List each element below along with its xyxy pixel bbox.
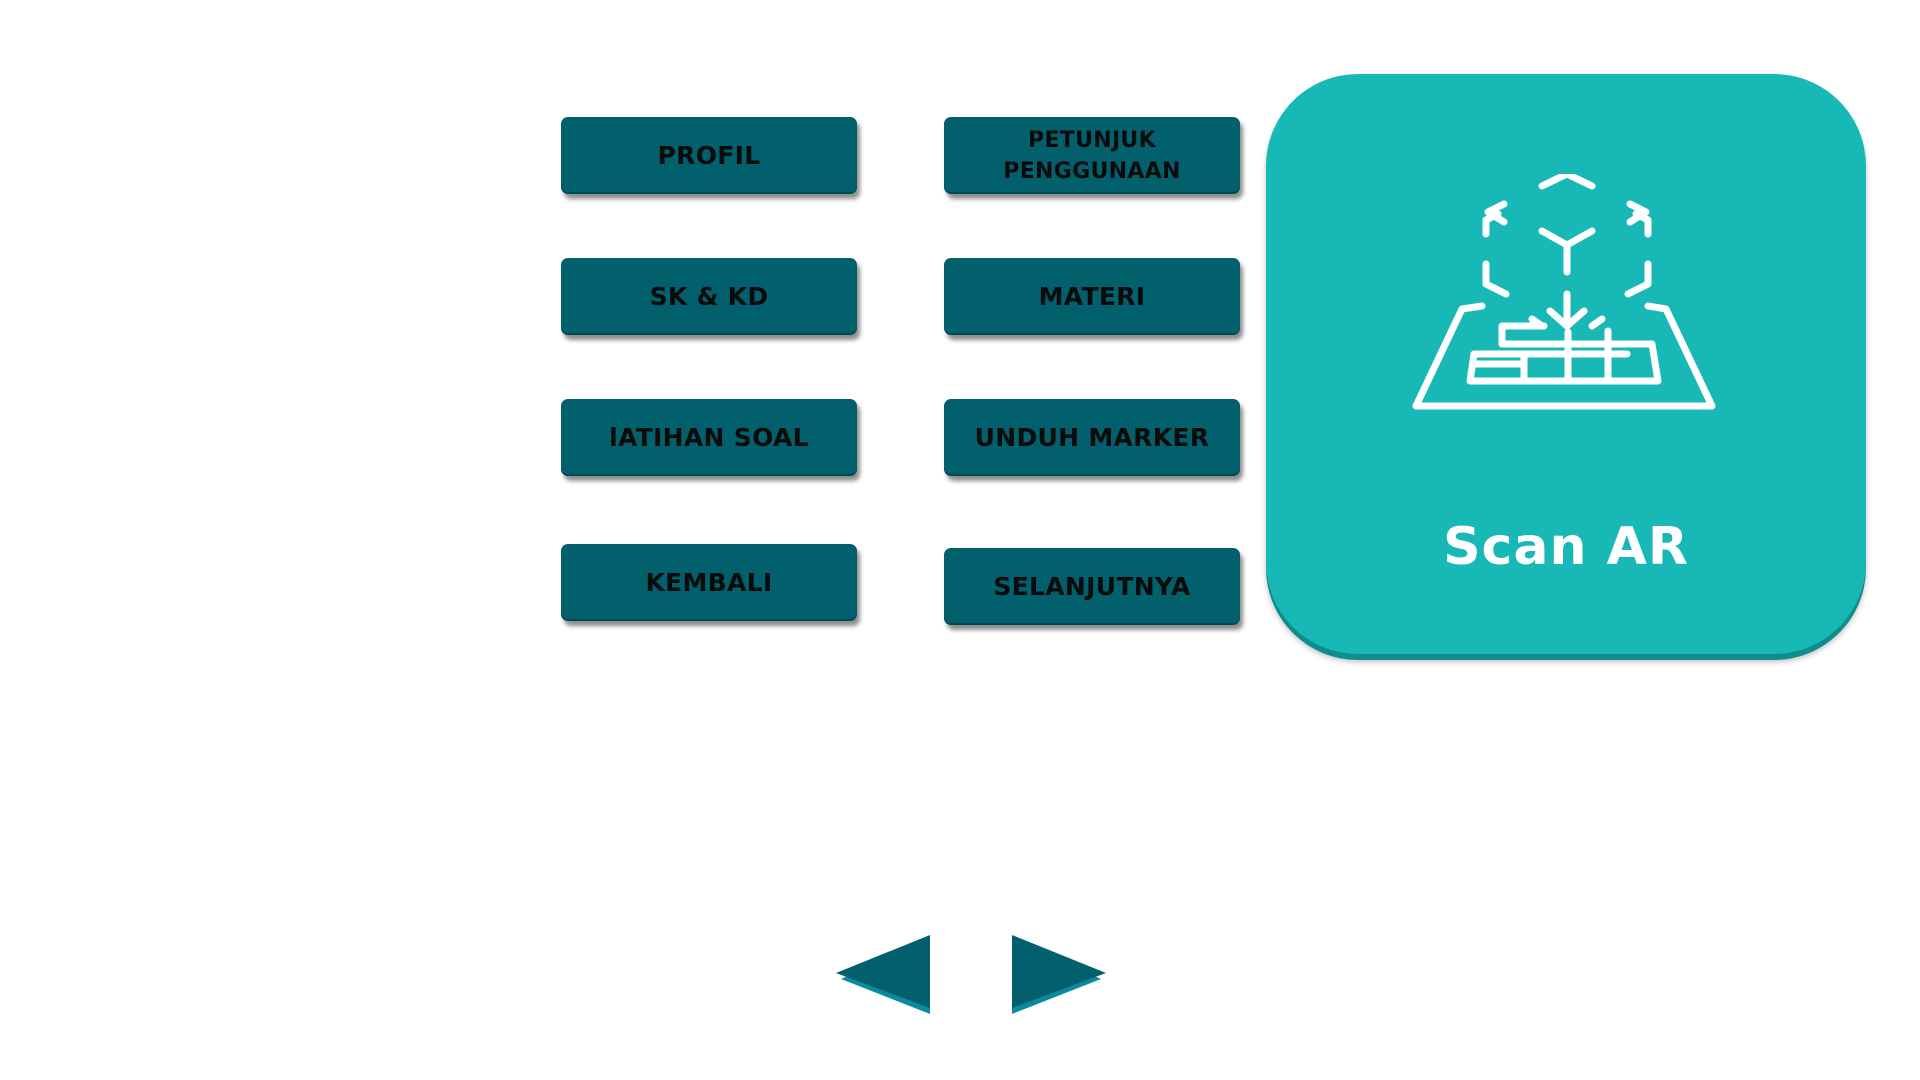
selanjutnya-button[interactable]: SELANJUTNYA <box>944 548 1240 625</box>
latihan-soal-button[interactable]: lATIHAN SOAL <box>561 399 857 476</box>
kembali-label: KEMBALI <box>645 568 773 597</box>
triangle-right-icon[interactable] <box>1006 935 1106 1017</box>
materi-button[interactable]: MATERI <box>944 258 1240 335</box>
unduh-marker-label: UNDUH MARKER <box>974 423 1210 452</box>
profil-label: PROFIL <box>657 141 761 170</box>
petunjuk-penggunaan-button[interactable]: PETUNJUK PENGGUNAAN <box>944 117 1240 194</box>
ar-cube-icon <box>1412 174 1716 410</box>
scan-ar-card[interactable]: Scan AR <box>1266 74 1866 654</box>
sk-kd-button[interactable]: SK & KD <box>561 258 857 335</box>
selanjutnya-label: SELANJUTNYA <box>993 572 1191 601</box>
unduh-marker-button[interactable]: UNDUH MARKER <box>944 399 1240 476</box>
sk-kd-label: SK & KD <box>649 282 769 311</box>
latihan-soal-label: lATIHAN SOAL <box>609 423 809 452</box>
triangle-left-icon[interactable] <box>836 935 936 1017</box>
materi-label: MATERI <box>1038 282 1146 311</box>
scan-ar-label: Scan AR <box>1443 517 1689 577</box>
profil-button[interactable]: PROFIL <box>561 117 857 194</box>
kembali-button[interactable]: KEMBALI <box>561 544 857 621</box>
petunjuk-penggunaan-label: PETUNJUK PENGGUNAAN <box>1003 127 1181 184</box>
